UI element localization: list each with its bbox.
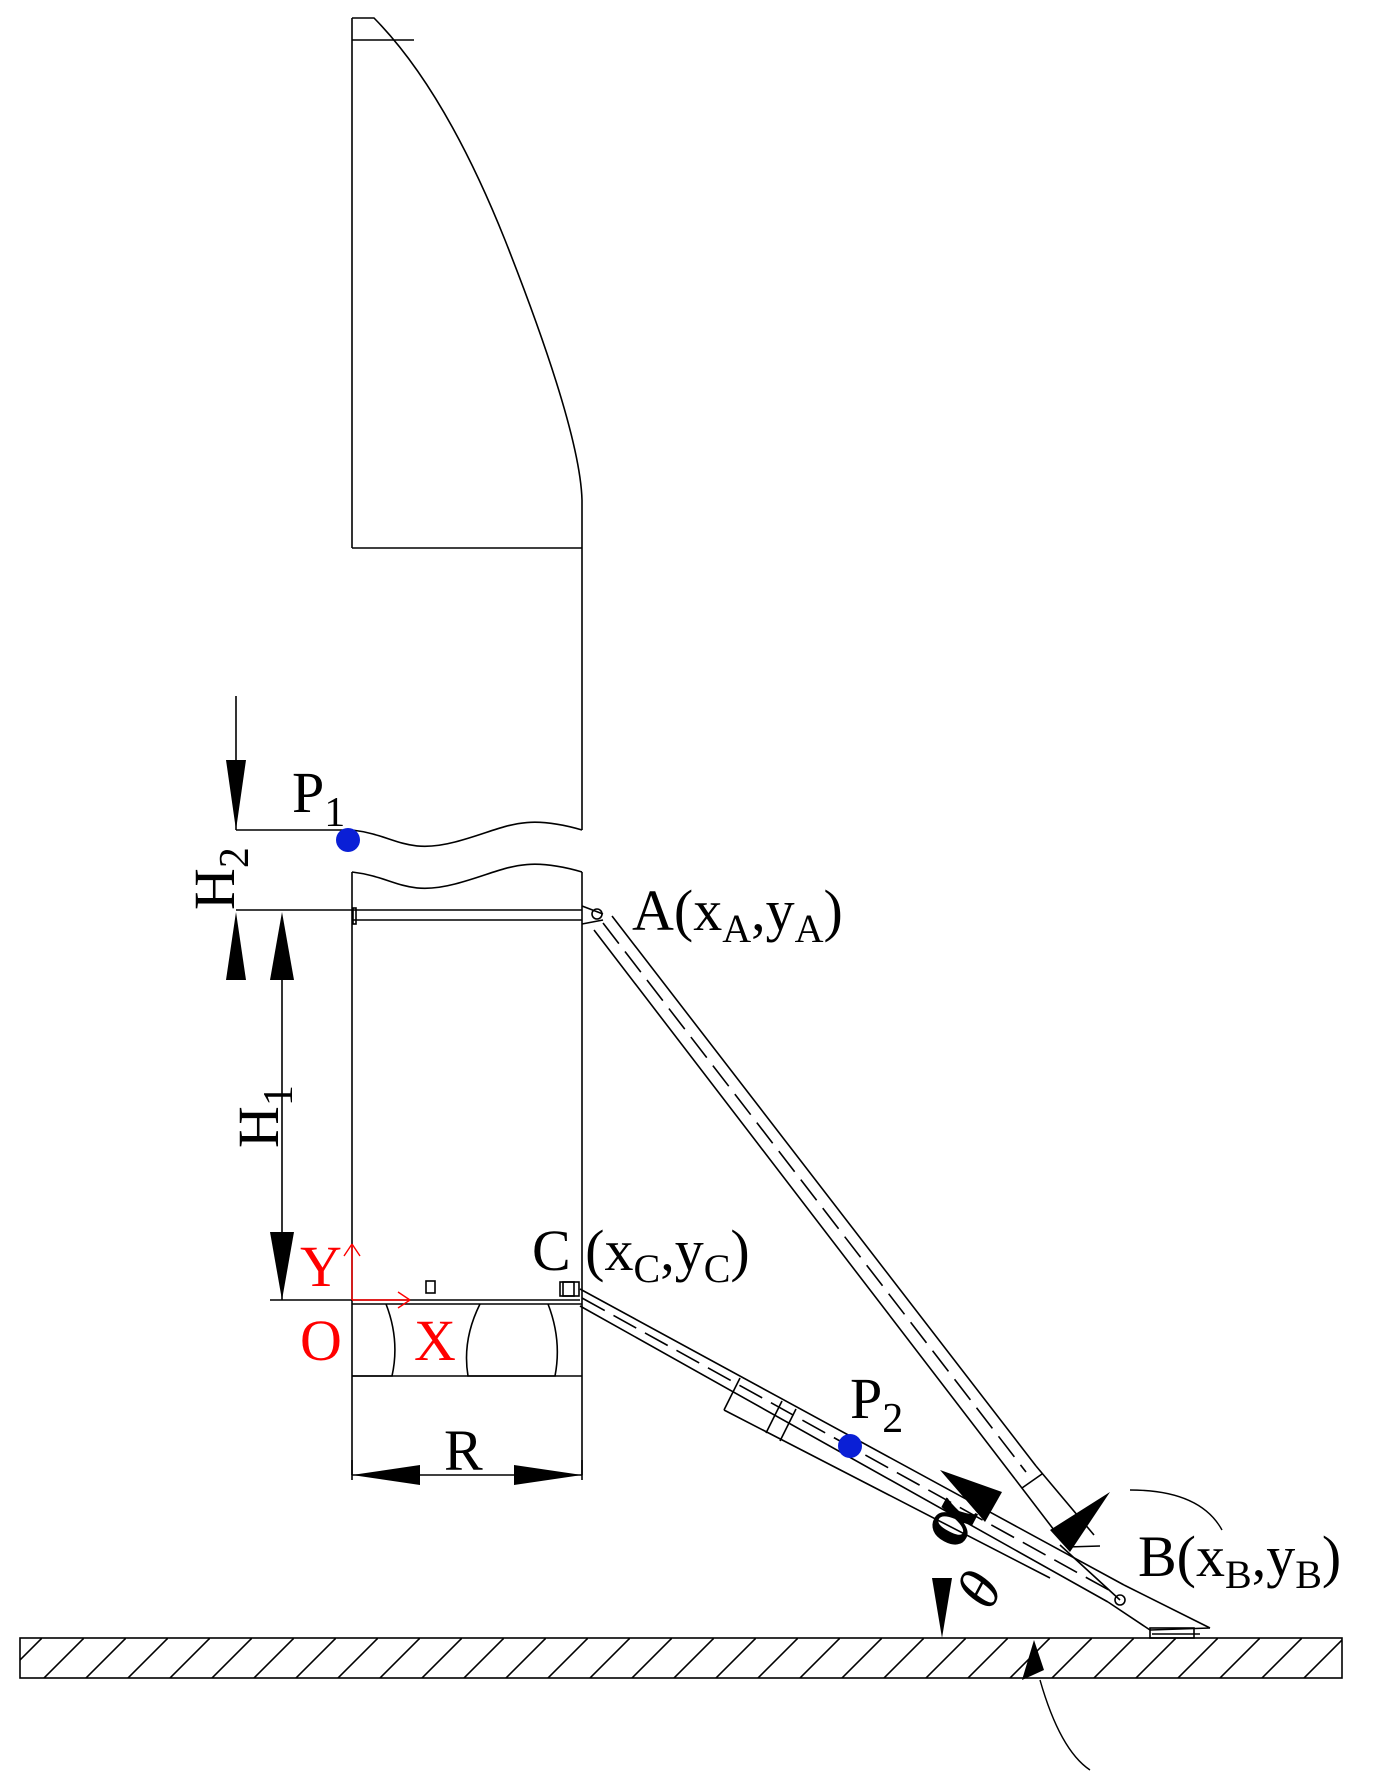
label-point-c: C (xC,yC) [532, 1218, 750, 1291]
label-theta: θ [943, 1561, 1015, 1618]
label-axis-o: O [300, 1308, 342, 1373]
label-p1: P1 [292, 760, 345, 836]
label-h1: H1 [226, 1085, 302, 1148]
mass-point-p1 [336, 828, 360, 852]
label-point-a: A(xA,yA) [632, 878, 843, 951]
dimension-arrows [226, 760, 1110, 1680]
coordinate-axes [343, 1243, 411, 1309]
rocket-body [351, 17, 583, 1475]
label-h2: H2 [182, 847, 258, 910]
label-p2: P2 [850, 1366, 903, 1442]
label-r: R [444, 1418, 483, 1483]
label-axis-y: Y [300, 1234, 342, 1299]
label-axis-x: X [414, 1308, 456, 1373]
mass-point-p2 [838, 1434, 862, 1458]
leg-cb [562, 1281, 1211, 1639]
ground [19, 1637, 1343, 1679]
label-point-b: B(xB,yB) [1138, 1524, 1341, 1597]
angle-arcs [1039, 1489, 1223, 1771]
